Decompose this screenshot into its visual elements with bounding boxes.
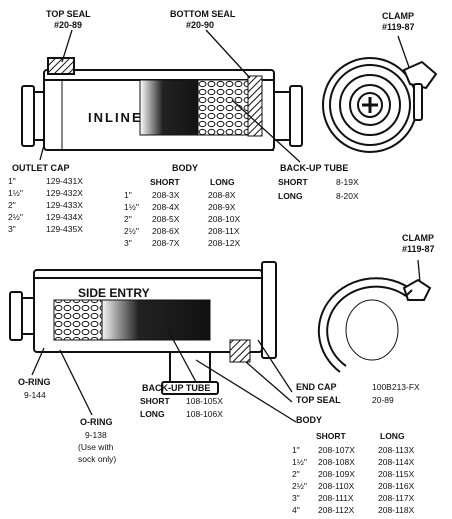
clamp1-part: #119-87 — [382, 22, 415, 32]
backup-tube2-label: BACK-UP TUBE — [142, 383, 211, 393]
side-entry-housing — [9, 261, 277, 395]
oring2-note: (Use with — [78, 442, 114, 452]
oring2-part: 9-138 — [85, 430, 107, 440]
body1-long-header: LONG — [210, 177, 235, 187]
top-seal — [47, 57, 75, 75]
top-seal2-part: 20-89 — [372, 395, 394, 405]
outlet-flange — [21, 85, 35, 147]
top-seal-part: #20-89 — [54, 20, 83, 30]
oring2-label: O-RING — [80, 417, 113, 427]
body1-label: BODY — [172, 163, 199, 173]
bottom-seal — [247, 75, 263, 137]
body2-label: BODY — [296, 415, 323, 425]
side-entry-label: SIDE ENTRY — [78, 286, 150, 300]
oring1-label: O-RING — [18, 377, 51, 387]
end-cap-label: END CAP — [296, 382, 337, 392]
clamp-end-view-1 — [322, 57, 438, 153]
side-backup-dark — [99, 299, 211, 341]
inline-label: INLINE — [88, 110, 143, 125]
bottom-seal-part: #20-90 — [186, 20, 215, 30]
outlet-cap-label: OUTLET CAP — [12, 163, 70, 173]
inline-housing — [21, 57, 303, 151]
backup-tube1-label: BACK-UP TUBE — [280, 163, 349, 173]
clamp-view-2 — [317, 277, 432, 373]
oring2-note: sock only) — [78, 454, 117, 464]
body2-short-header: SHORT — [316, 431, 346, 441]
top-seal2-label: TOP SEAL — [296, 395, 341, 405]
clamp2-label: CLAMP — [402, 233, 434, 243]
bottom-seal-label: BOTTOM SEAL — [170, 9, 236, 19]
side-filter-media — [53, 299, 103, 341]
clamp1-label: CLAMP — [382, 11, 414, 21]
body2-long-header: LONG — [380, 431, 405, 441]
body1-short-header: SHORT — [150, 177, 180, 187]
end-cap — [261, 261, 277, 359]
end-cap-part: 100B213-FX — [372, 382, 420, 392]
top-seal-label: TOP SEAL — [46, 9, 91, 19]
backup-tube-dark — [139, 79, 206, 136]
clamp2-part: #119-87 — [402, 244, 435, 254]
oring1-part: 9-144 — [24, 390, 46, 400]
